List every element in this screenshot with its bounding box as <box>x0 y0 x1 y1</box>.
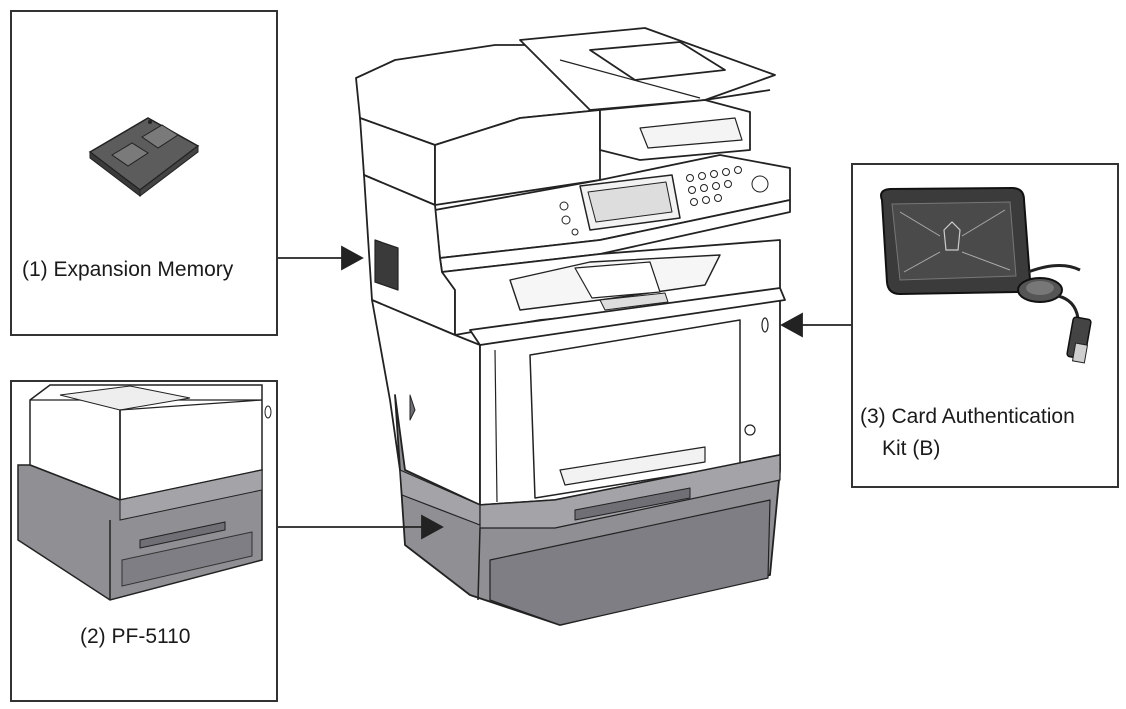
arrow-to-card-slot <box>780 312 803 338</box>
expansion-memory-label: (1) Expansion Memory <box>22 258 234 281</box>
arrow-to-paper-feeder <box>421 514 444 540</box>
paper-feeder-callout <box>10 380 278 702</box>
paper-feeder-label: (2) PF-5110 <box>80 625 191 648</box>
paper-feeder-icon <box>17 384 272 601</box>
multifunction-printer-icon <box>355 27 791 626</box>
card-kit-callout <box>851 163 1119 488</box>
card-kit-label-line2: Kit (B) <box>882 437 941 460</box>
callout-arrows <box>278 245 851 540</box>
expansion-memory-callout <box>10 10 278 336</box>
card-kit-label-line1: (3) Card Authentication <box>860 405 1075 428</box>
arrow-to-memory-slot <box>341 245 364 271</box>
card-reader-icon <box>880 186 1092 364</box>
memory-module-icon <box>88 117 200 198</box>
